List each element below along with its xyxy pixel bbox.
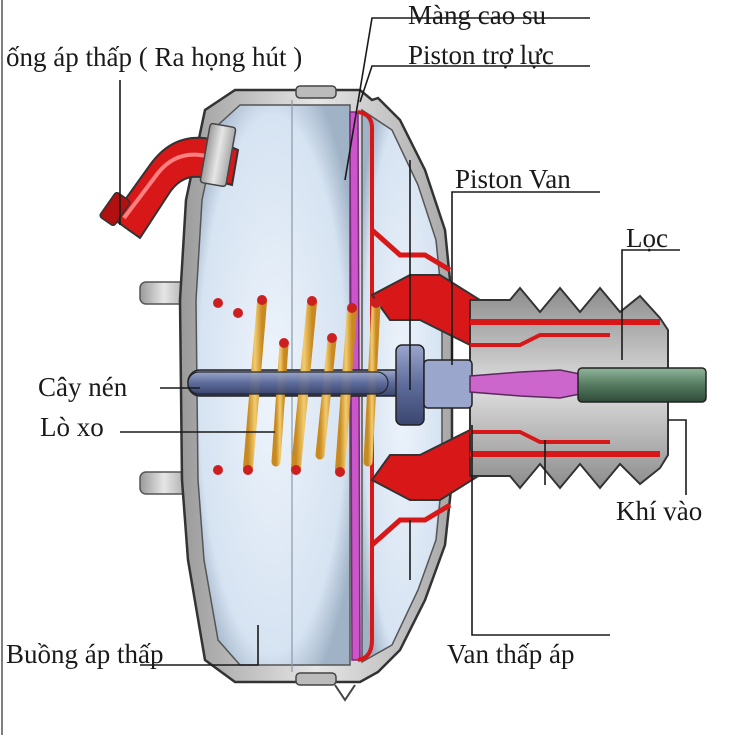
label-air-inlet: Khí vào <box>616 496 703 526</box>
mounting-studs <box>139 281 189 495</box>
label-vacuum-pipe: ống áp thấp ( Ra họng hút ) <box>6 42 303 72</box>
label-push-rod: Cây nén <box>38 372 128 402</box>
return-spring <box>187 295 389 477</box>
label-spring: Lò xo <box>40 412 104 442</box>
label-low-pressure-valve: Van thấp áp <box>447 639 575 669</box>
leader-lines <box>119 17 687 666</box>
label-valve-piston: Piston Van <box>455 164 571 194</box>
label-membrane: Màng cao su <box>408 0 546 30</box>
valve-rod <box>469 367 707 403</box>
label-filter: Lọc <box>626 223 668 253</box>
label-vacuum-chamber: Buồng áp thấp <box>6 639 164 669</box>
vacuum-hose <box>99 122 240 240</box>
label-booster-piston: Piston trợ lực <box>408 40 554 70</box>
